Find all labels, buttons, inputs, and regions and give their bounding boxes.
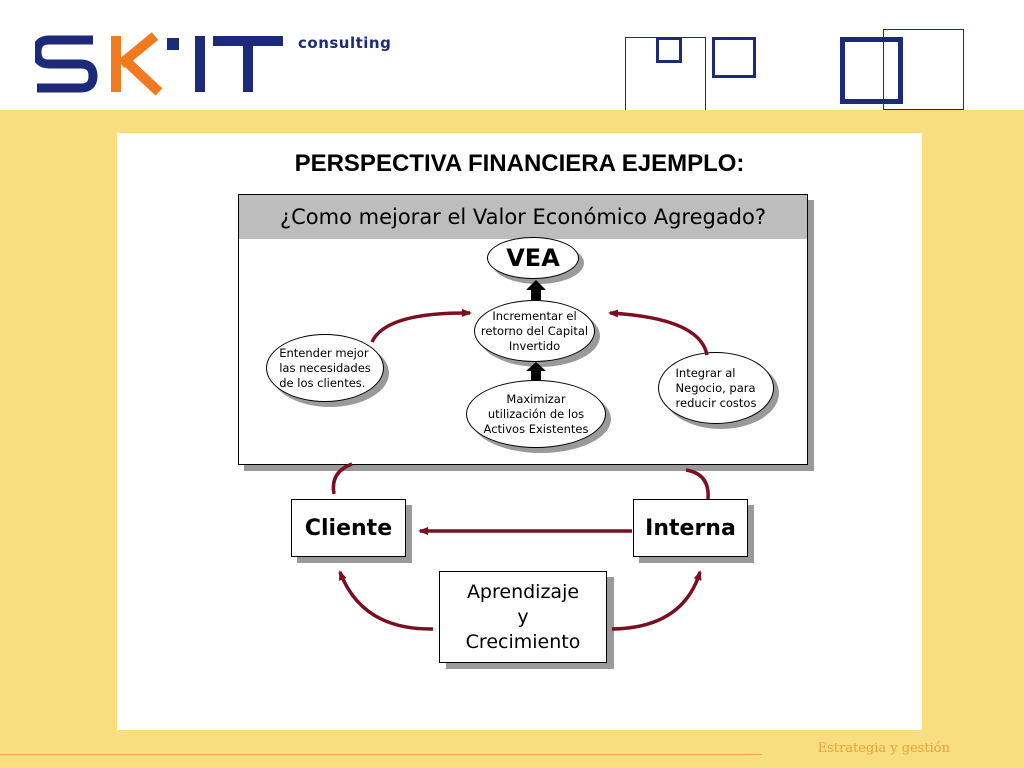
diagram-title: PERSPECTIVA FINANCIERA EJEMPLO: [294, 150, 745, 177]
decor-square [712, 37, 756, 78]
brand-tagline: consulting [298, 34, 392, 52]
vea-label: VEA [506, 243, 560, 272]
skit-logo [35, 32, 283, 96]
decor-square [840, 37, 903, 104]
center-node: Incrementar el retorno del Capital Inver… [474, 300, 595, 362]
cliente-label: Cliente [304, 515, 393, 541]
left-label: Entender mejor las necesidades de los cl… [279, 345, 371, 390]
bottom-node: Maximizar utilización de los Activos Exi… [466, 380, 606, 448]
footer-text: Estrategia y gestión [817, 741, 950, 756]
question-text: ¿Como mejorar el Valor Económico Agregad… [279, 205, 767, 229]
right-label: Integrar al Negocio, para reducir costos [675, 365, 757, 410]
center-label: Incrementar el retorno del Capital Inver… [480, 308, 589, 353]
decor-square [656, 37, 682, 63]
right-node: Integrar al Negocio, para reducir costos [658, 352, 774, 424]
cliente-box: Cliente [291, 499, 406, 557]
question-bar [238, 194, 808, 239]
vea-node: VEA [487, 237, 579, 279]
left-node: Entender mejor las necesidades de los cl… [266, 334, 384, 402]
interna-box: Interna [633, 499, 748, 557]
bottom-label: Maximizar utilización de los Activos Exi… [483, 391, 589, 436]
aprendizaje-label: Aprendizaje y Crecimiento [465, 580, 581, 653]
decor-square [883, 29, 964, 110]
interna-label: Interna [645, 515, 736, 541]
aprendizaje-box: Aprendizaje y Crecimiento [439, 571, 607, 663]
footer-line [0, 754, 762, 755]
header: consulting [0, 0, 1024, 118]
